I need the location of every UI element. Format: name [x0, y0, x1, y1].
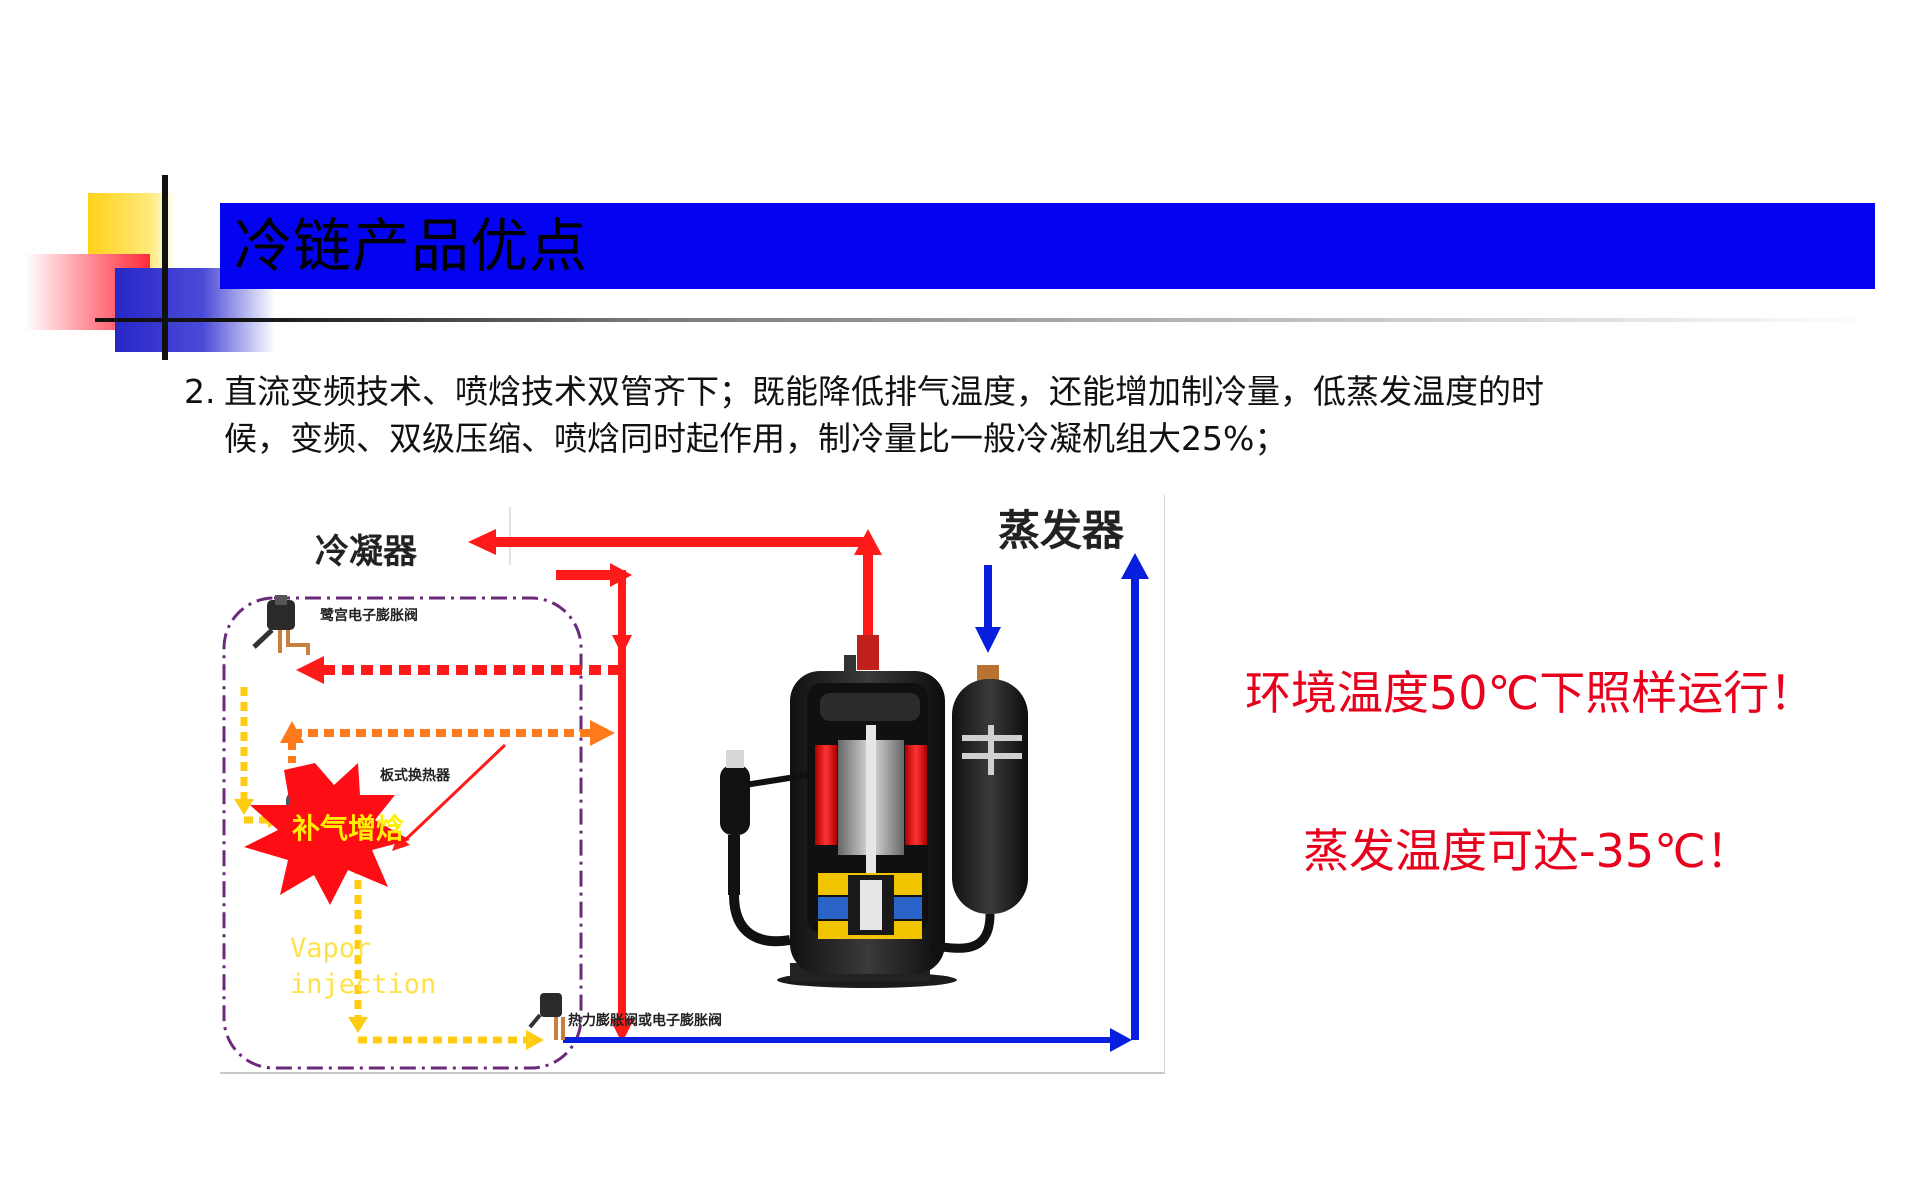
bullet-text-line-2: 候，变频、双级压缩、喷焓同时起作用，制冷量比一般冷凝机组大25%；: [224, 419, 1288, 458]
bullet-number: 2.: [184, 372, 216, 411]
accumulator-icon: [929, 665, 1028, 953]
txv-label: 热力膨胀阀或电子膨胀阀: [568, 1012, 722, 1029]
vapor-label: Vapor: [290, 933, 371, 964]
condenser-red-lines: [296, 529, 882, 1043]
injection-orange-line: [280, 720, 615, 763]
eev-label: 鹭宫电子膨胀阀: [320, 607, 418, 624]
eev-valve-icon: [252, 595, 310, 655]
note-ambient-temperature: 环境温度50℃下照样运行！: [1245, 666, 1816, 720]
evaporator-label: 蒸发器: [998, 506, 1125, 555]
compressor-diagram: 冷凝器 蒸发器 鹭宫电子膨胀阀 板式换热器 热力膨胀阀或电子膨胀阀 补气增焓 V…: [220, 495, 1165, 1080]
injection-circuit-boundary: [222, 596, 583, 1070]
starburst-label: 补气增焓: [292, 812, 404, 845]
bullet-line-1: 2.直流变频技术、喷焓技术双管齐下；既能降低排气温度，还能增加制冷量，低蒸发温度…: [184, 368, 1744, 415]
title-bar: 冷链产品优点: [220, 203, 1875, 289]
condenser-label: 冷凝器: [315, 532, 418, 572]
slide-title: 冷链产品优点: [234, 212, 589, 280]
decor-horizontal-line: [95, 318, 1875, 322]
compressor-icon: [720, 635, 957, 988]
bullet-text-line-1: 直流变频技术、喷焓技术双管齐下；既能降低排气温度，还能增加制冷量，低蒸发温度的时: [224, 372, 1544, 411]
diagram-frame: [220, 495, 1165, 1074]
vapor-injection-starburst: [244, 763, 410, 905]
note-evaporating-temperature: 蒸发温度可达-35℃！: [1303, 824, 1752, 878]
injection-label: injection: [290, 969, 436, 1000]
evaporator-blue-lines: [563, 553, 1149, 1052]
decor-vertical-line: [162, 175, 168, 360]
plate-hx-label: 板式换热器: [380, 767, 451, 784]
txv-valve-icon: [528, 993, 565, 1040]
diagram-svg: 冷凝器 蒸发器 鹭宫电子膨胀阀 板式换热器 热力膨胀阀或电子膨胀阀 补气增焓 V…: [220, 495, 1165, 1074]
bullet-point: 2.直流变频技术、喷焓技术双管齐下；既能降低排气温度，还能增加制冷量，低蒸发温度…: [184, 368, 1744, 462]
